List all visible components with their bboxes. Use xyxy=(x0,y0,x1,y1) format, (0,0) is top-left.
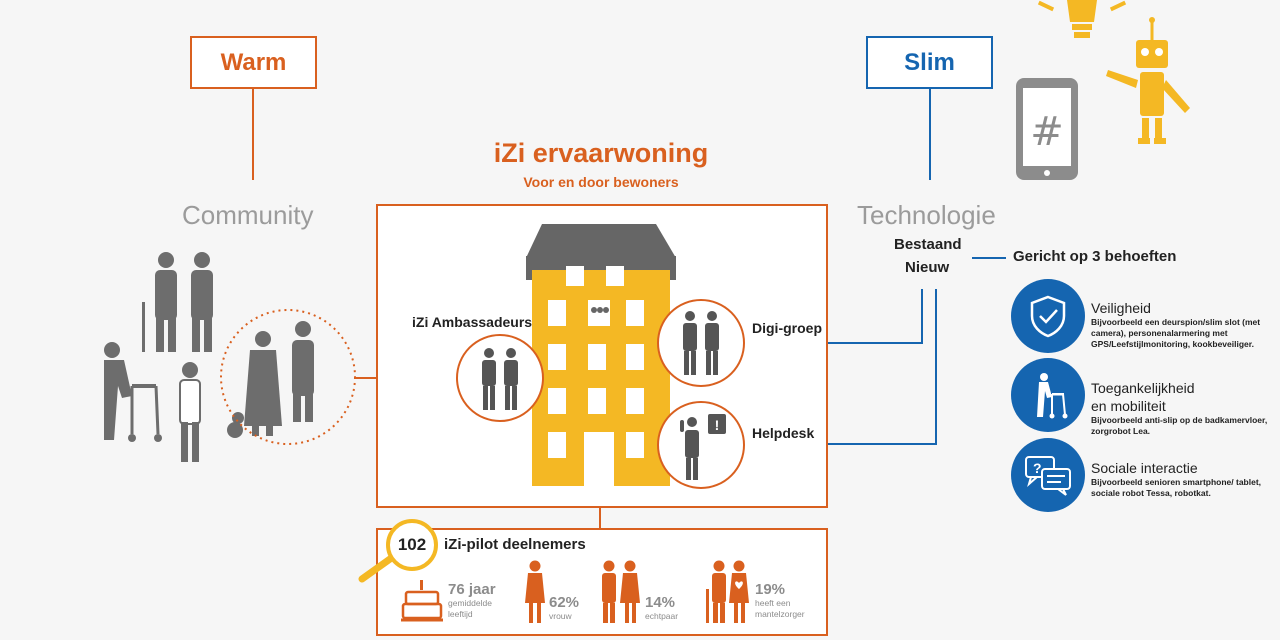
need-social-title: Sociale interactie xyxy=(1091,460,1198,476)
ambassadors-label: iZi Ambassadeurs xyxy=(412,314,533,330)
tech-illustration: # xyxy=(1016,0,1190,180)
ambassadors-circle xyxy=(456,334,544,422)
svg-text:?: ? xyxy=(1033,460,1042,476)
stat-women: 62% vrouw xyxy=(549,594,579,622)
pilot-label: iZi-pilot deelnemers xyxy=(444,536,586,553)
couple-icon xyxy=(602,560,640,623)
stat-women-label: vrouw xyxy=(549,611,572,621)
center-subtitle: Voor en door bewoners xyxy=(523,174,679,190)
cake-icon xyxy=(401,580,443,622)
warm-label: Warm xyxy=(220,48,287,76)
social-icon-circle: ? xyxy=(1011,438,1085,512)
stat-caregiver: 19% heeft een mantelzorger xyxy=(755,581,805,620)
stat-couples-value: 14% xyxy=(645,594,676,611)
stat-caregiver-value: 19% xyxy=(755,581,786,598)
stat-couples: 14% echtpaar xyxy=(645,594,678,622)
need-safety-desc: Bijvoorbeeld een deurspion/slim slot (me… xyxy=(1091,317,1261,349)
community-title: Community xyxy=(182,200,314,230)
digi-group-label: Digi-groep xyxy=(752,320,822,336)
stat-age-label-1: gemiddelde xyxy=(448,598,492,608)
center-title: iZi ervaarwoning xyxy=(493,138,709,168)
community-people-illustration xyxy=(104,252,356,462)
stat-age: 76 jaar gemiddelde leeftijd xyxy=(448,581,496,620)
stat-women-value: 62% xyxy=(549,594,580,611)
need-social-desc: Bijvoorbeeld senioren smartphone/ tablet… xyxy=(1091,477,1262,498)
existing-label: Bestaand xyxy=(894,236,962,253)
safety-icon-circle xyxy=(1011,279,1085,353)
slim-box: Slim xyxy=(866,36,993,89)
need-mobility-title-2: en mobiliteit xyxy=(1091,398,1166,414)
building-illustration xyxy=(526,224,676,486)
caregiver-icon xyxy=(706,560,749,623)
stat-age-value: 76 jaar xyxy=(448,581,496,598)
chat-bubbles-icon: ? xyxy=(1025,456,1071,496)
svg-text:!: ! xyxy=(715,417,720,433)
new-label: Nieuw xyxy=(905,259,950,276)
woman-icon xyxy=(525,560,545,623)
need-mobility-title-1: Toegankelijkheid xyxy=(1091,380,1195,396)
technologie-title: Technologie xyxy=(857,200,996,230)
need-mobility: Toegankelijkheid en mobiliteit Bijvoorbe… xyxy=(1091,379,1271,437)
digi-group-circle xyxy=(657,299,745,387)
warm-box: Warm xyxy=(190,36,317,89)
helpdesk-circle: ! xyxy=(657,401,745,489)
walker-icon xyxy=(1037,373,1068,419)
stat-caregiver-label-2: mantelzorger xyxy=(755,609,805,619)
need-mobility-desc: Bijvoorbeeld anti-slip op de badkamervlo… xyxy=(1091,415,1268,436)
stat-caregiver-label-1: heeft een xyxy=(755,598,791,608)
pilot-count: 102 xyxy=(397,535,427,554)
mobility-icon-circle xyxy=(1011,358,1085,432)
magnifier-icon xyxy=(358,519,438,583)
needs-heading: Gericht op 3 behoeften xyxy=(1013,248,1177,265)
stat-age-label-2: leeftijd xyxy=(448,609,473,619)
stat-couples-label: echtpaar xyxy=(645,611,679,621)
svg-text:#: # xyxy=(1030,109,1064,155)
need-safety-title: Veiligheid xyxy=(1091,300,1151,316)
need-safety: Veiligheid Bijvoorbeeld een deurspion/sl… xyxy=(1091,299,1271,350)
slim-label: Slim xyxy=(904,48,955,76)
helpdesk-label: Helpdesk xyxy=(752,425,815,441)
shield-icon xyxy=(1030,295,1066,338)
need-social: Sociale interactie Bijvoorbeeld senioren… xyxy=(1091,459,1271,499)
